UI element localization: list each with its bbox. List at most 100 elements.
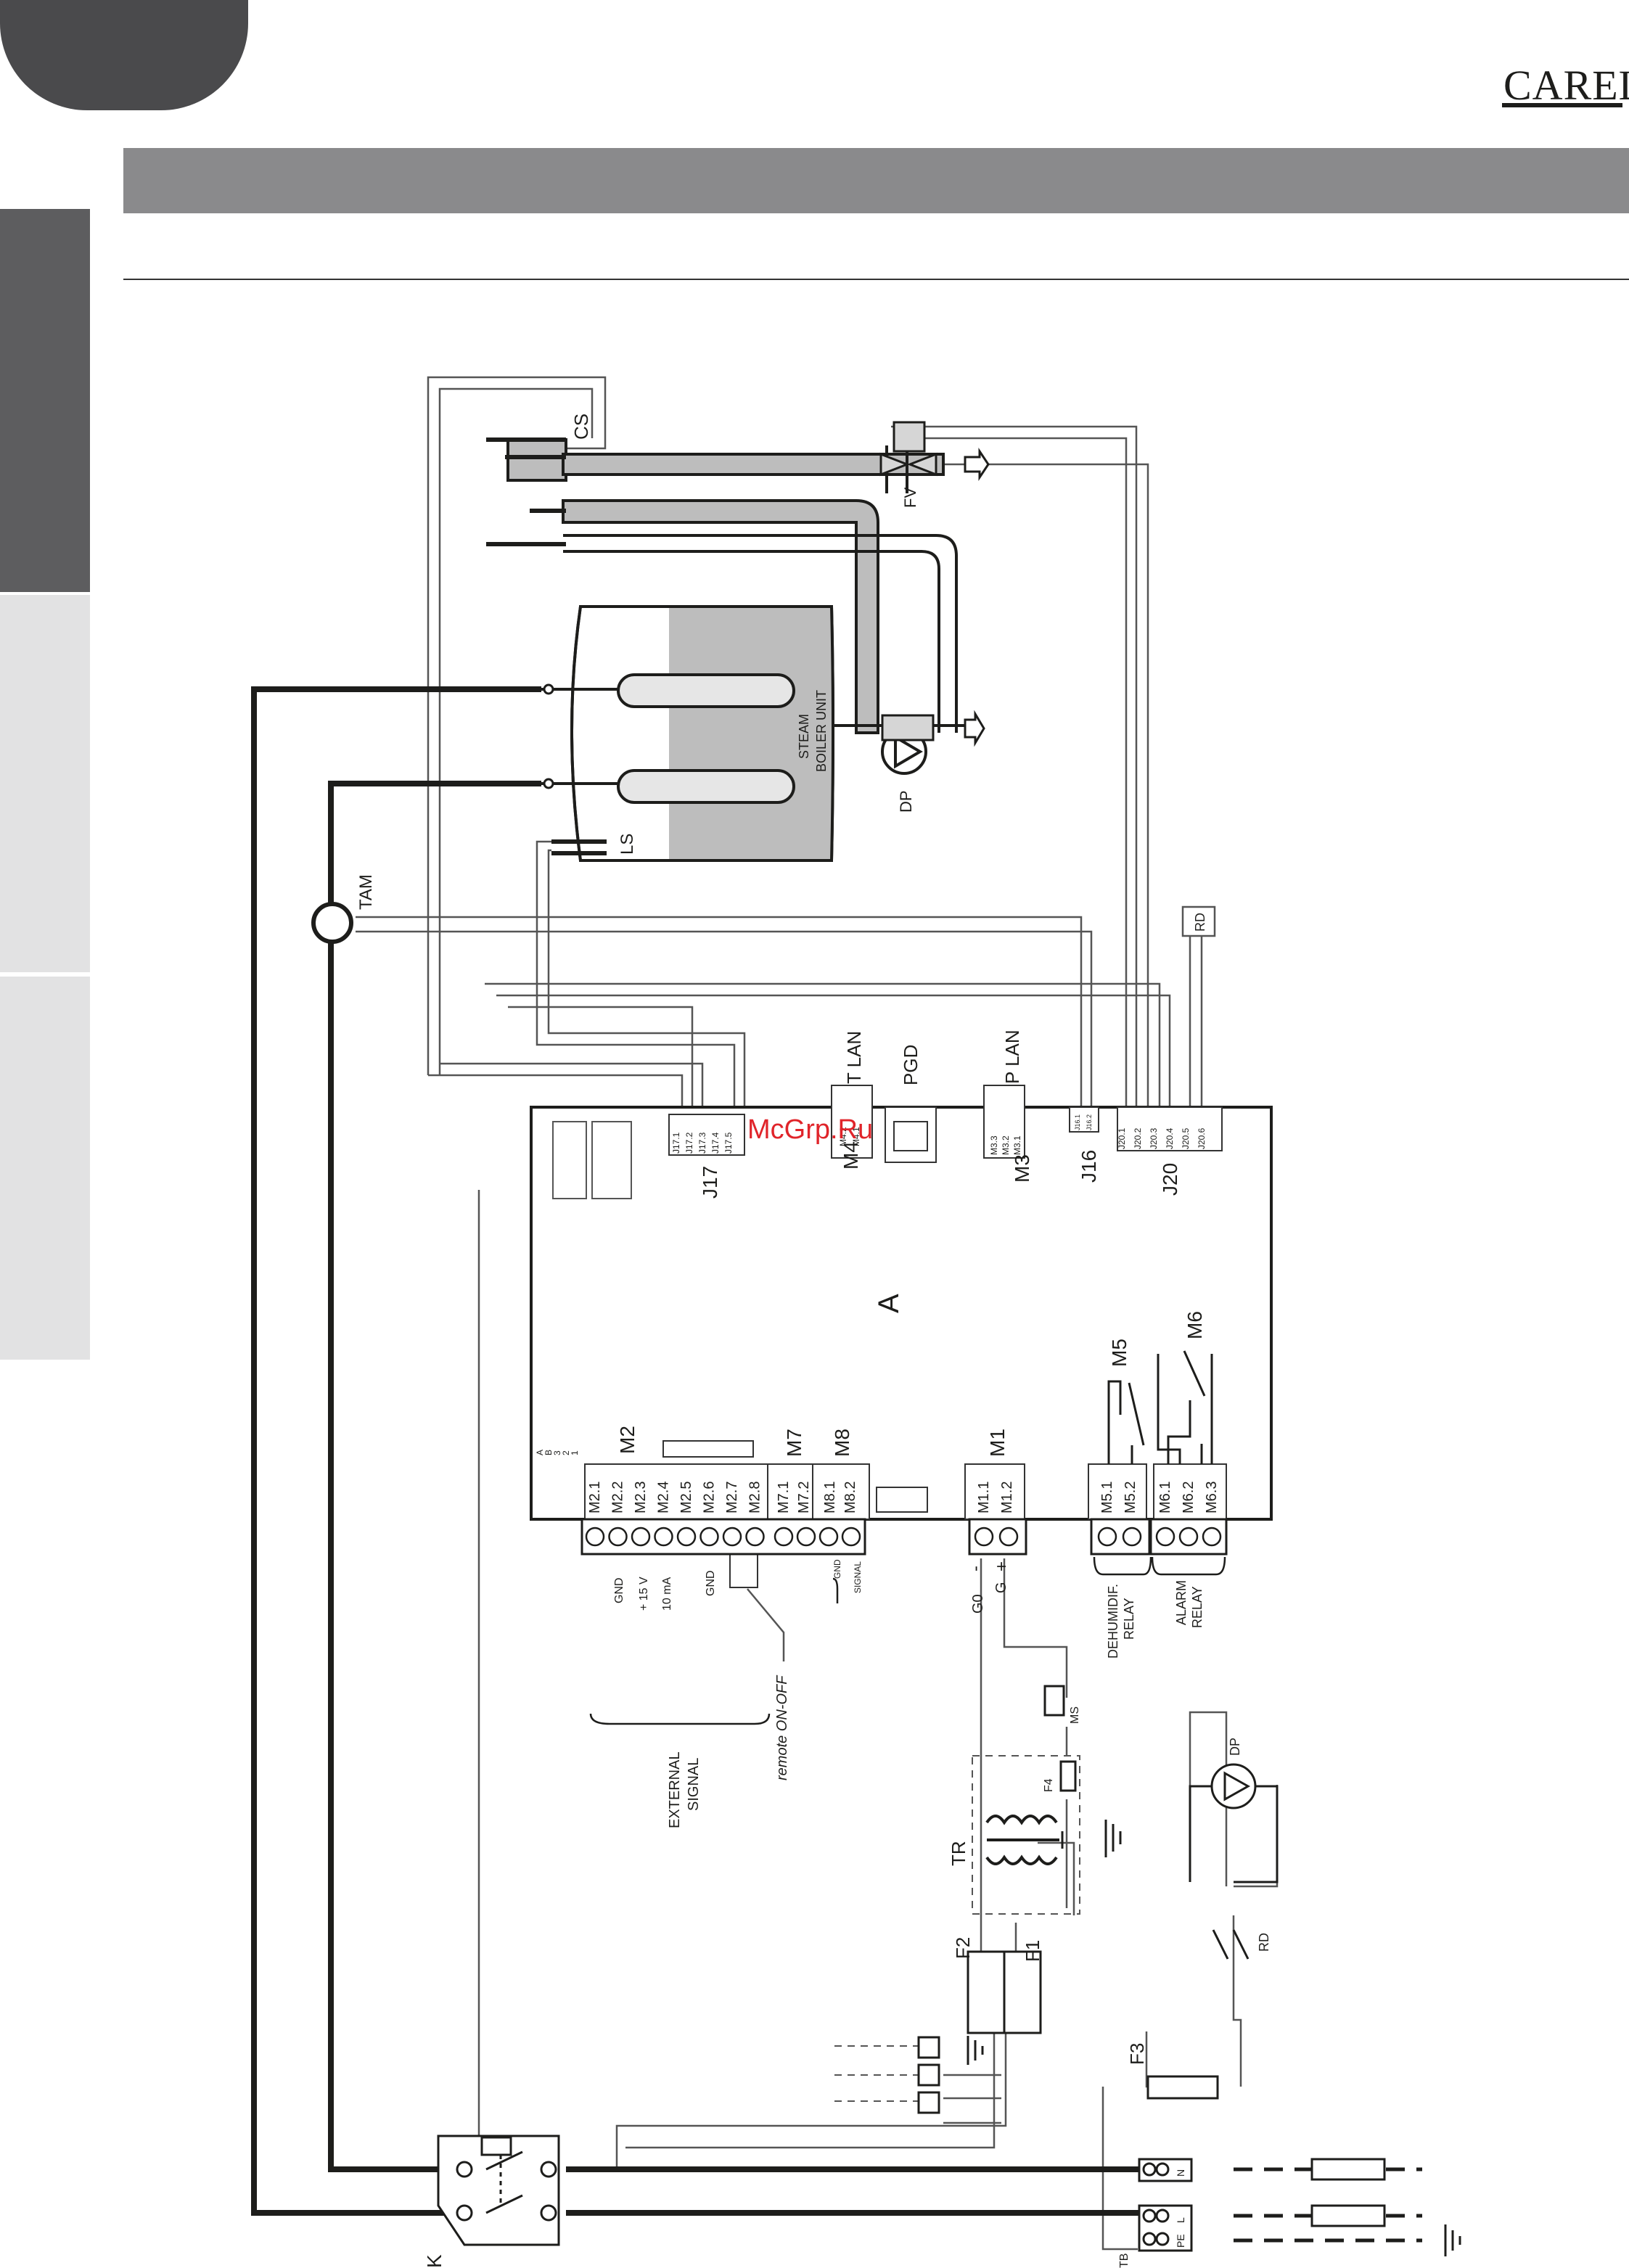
- m7m8-screw-3: [818, 1527, 839, 1547]
- terminal-label-m3-3: M3.3: [989, 1135, 999, 1155]
- m2-screw-3: [631, 1527, 651, 1547]
- terminal-label-m6-1: M6.1: [1157, 1482, 1173, 1513]
- label-m6: M6: [1183, 1311, 1206, 1339]
- m2-screw-6: [699, 1527, 719, 1547]
- label-j17: J17: [699, 1166, 721, 1199]
- label-n: N: [1175, 2169, 1186, 2177]
- m6-screw-1: [1155, 1527, 1175, 1547]
- label-m2: M2: [616, 1426, 639, 1454]
- label-tb: TB: [1118, 2253, 1131, 2268]
- terminal-label-2: 2: [561, 1450, 571, 1455]
- terminal-label-m6-3: M6.3: [1204, 1482, 1220, 1513]
- wire-tam: [356, 930, 1093, 1107]
- label-tr: TR: [948, 1841, 969, 1866]
- label-fv: FV: [901, 488, 919, 508]
- side-tab-active[interactable]: [0, 209, 90, 592]
- terminal-label-m5-1: M5.1: [1099, 1482, 1115, 1513]
- label-g0: G0: [970, 1594, 986, 1614]
- label-remote-on-off: remote ON-OFF: [774, 1675, 790, 1780]
- terminal-label-j20-6: J20.6: [1197, 1127, 1207, 1149]
- corner-tab: [0, 0, 248, 110]
- terminal-label-m5-2: M5.2: [1123, 1482, 1138, 1513]
- label-tam: TAM: [356, 874, 376, 910]
- terminal-label-j17-2: J17.2: [684, 1132, 694, 1154]
- wire-cs-2: [438, 387, 594, 1075]
- terminal-label-j17-4: J17.4: [710, 1132, 721, 1154]
- current-transformer: [311, 902, 353, 944]
- label-m7: M7: [783, 1429, 805, 1457]
- wire-fv: [891, 425, 1138, 1107]
- label-cs: CS: [570, 414, 592, 440]
- m2-screw-8: [745, 1527, 765, 1547]
- m2-screw-5: [676, 1527, 697, 1547]
- label-ls: LS: [617, 834, 637, 855]
- m2-screw-2: [608, 1527, 628, 1547]
- label-rd: RD: [1257, 1933, 1271, 1952]
- m2-screw-7: [722, 1527, 742, 1547]
- label-relay-1: RELAY: [1122, 1598, 1136, 1640]
- m1-screw-2: [998, 1527, 1019, 1547]
- terminal-label-m4-2: M4.2: [838, 1127, 848, 1146]
- wire-fv-2: [922, 437, 1128, 1107]
- terminal-label-j16-2: J16.2: [1086, 1114, 1093, 1130]
- label-ms: MS: [1069, 1706, 1081, 1724]
- steam-boiler: [541, 605, 834, 862]
- label-pe: PE: [1175, 2234, 1186, 2248]
- terminal-label-m7-2: M7.2: [796, 1482, 812, 1513]
- label-k: K: [423, 2254, 446, 2268]
- label-dehumidif: DEHUMIDIF.: [1106, 1584, 1120, 1659]
- contactor-k: [437, 2135, 560, 2246]
- label-l: L: [1175, 2217, 1186, 2223]
- side-tab-2[interactable]: [0, 595, 90, 972]
- label-pgd: PGD: [900, 1045, 922, 1085]
- label-f4: F4: [1043, 1778, 1055, 1792]
- terminal-label-j17-1: J17.1: [671, 1132, 681, 1154]
- watermark: McGrp.Ru: [747, 1114, 874, 1145]
- label-a: A: [873, 1294, 905, 1313]
- terminal-label-j20-4: J20.4: [1165, 1127, 1175, 1149]
- terminal-label-m2-5: M2.5: [678, 1482, 694, 1513]
- m6-screw-3: [1202, 1527, 1222, 1547]
- label-m8: M8: [831, 1429, 853, 1457]
- side-tab-3[interactable]: [0, 977, 90, 1360]
- terminal-label-m2-7: M2.7: [724, 1482, 740, 1513]
- label-relay-2: RELAY: [1190, 1586, 1205, 1628]
- terminal-label-m2-8: M2.8: [747, 1482, 763, 1513]
- m7m8-screw-4: [841, 1527, 861, 1547]
- label-j16: J16: [1078, 1150, 1100, 1183]
- label-signal: SIGNAL: [853, 1561, 863, 1593]
- terminal-label-m8-2: M8.2: [842, 1482, 858, 1513]
- label-gnd-3: GND: [832, 1559, 842, 1579]
- terminal-label-m2-2: M2.2: [610, 1482, 626, 1513]
- m6-screw-2: [1178, 1527, 1199, 1547]
- terminal-label-3: 3: [552, 1450, 562, 1455]
- label-gnd-2: GND: [705, 1570, 717, 1596]
- terminal-label-j16-1: J16.1: [1074, 1114, 1081, 1130]
- label-f2: F2: [952, 1937, 974, 1959]
- label-t-lan: T LAN: [843, 1031, 865, 1084]
- divider: [123, 279, 1629, 280]
- terminal-label-m7-1: M7.1: [776, 1482, 792, 1513]
- terminal-label-j20-5: J20.5: [1181, 1127, 1191, 1149]
- label-plus: +: [992, 1561, 1012, 1571]
- label-m4: M4: [840, 1141, 862, 1170]
- label-external-signal: SIGNAL: [686, 1758, 702, 1811]
- wire-ls: [536, 840, 736, 1107]
- m7m8-screw-2: [796, 1527, 816, 1547]
- terminal-block-tb: [1138, 2158, 1193, 2252]
- label-minus: -: [966, 1566, 985, 1571]
- label-15v: + 15 V: [638, 1577, 650, 1611]
- m1-screw-1: [974, 1527, 994, 1547]
- wire-cs: [427, 376, 607, 1075]
- label-rd-box: RD: [1193, 913, 1207, 932]
- label-external: EXTERNAL: [667, 1751, 683, 1828]
- terminal-label-m4-1: M4.1: [851, 1127, 861, 1146]
- terminal-label-m2-6: M2.6: [702, 1482, 718, 1513]
- terminal-label-j17-5: J17.5: [723, 1132, 734, 1154]
- terminal-label-m2-1: M2.1: [587, 1482, 603, 1513]
- terminal-label-m2-4: M2.4: [656, 1482, 672, 1513]
- label-m3: M3: [1011, 1154, 1033, 1183]
- terminal-label-a: A: [535, 1450, 545, 1455]
- label-gnd-1: GND: [613, 1577, 625, 1603]
